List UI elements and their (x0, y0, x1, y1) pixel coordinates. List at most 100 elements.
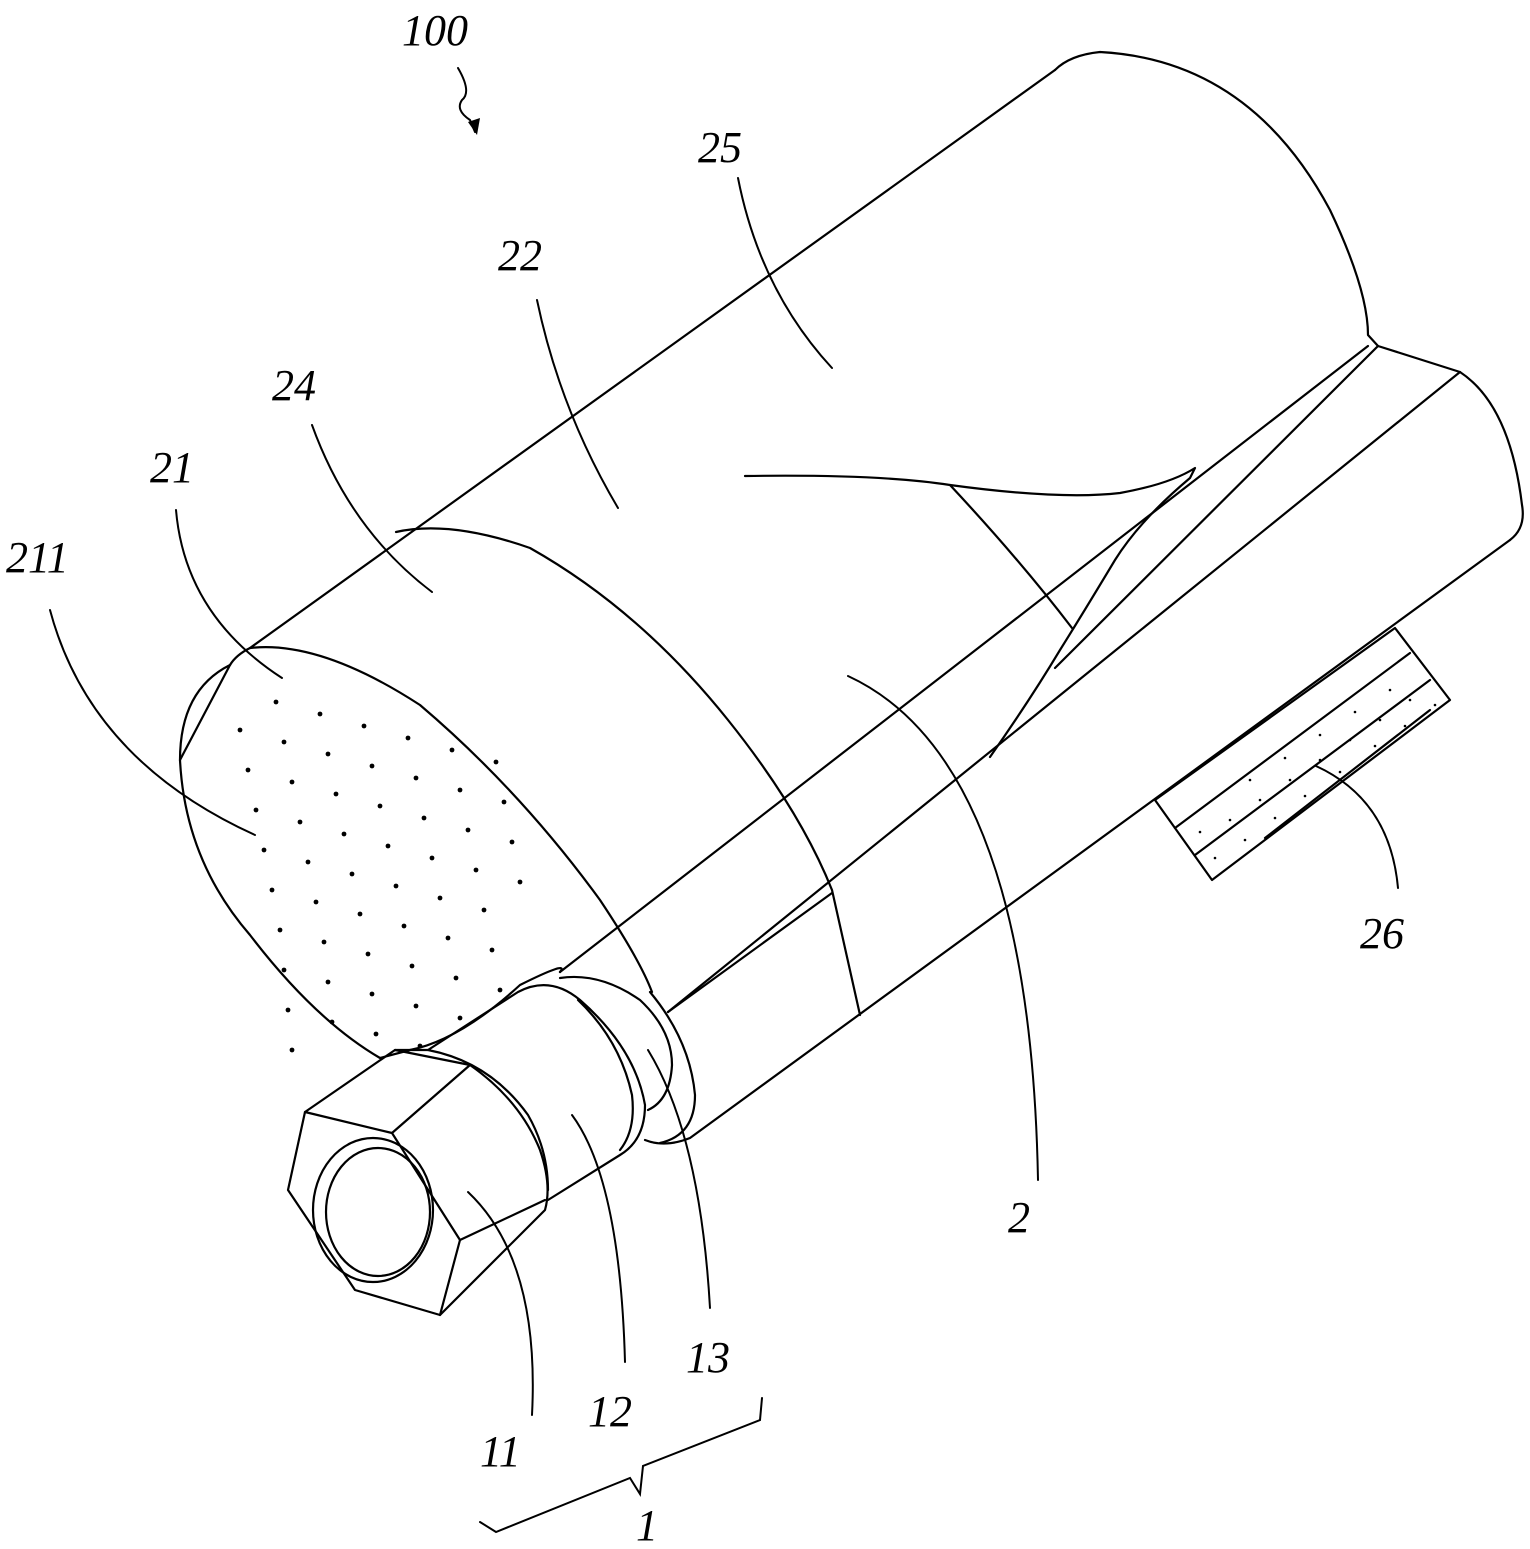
perforation-hole (457, 787, 463, 793)
bracket-stipple (1198, 830, 1202, 834)
hex-nut-face-edge (303, 1110, 462, 1317)
hex-nut-outline (286, 1048, 549, 1317)
perforation-holes (237, 699, 523, 1053)
perforation-hole (269, 887, 275, 893)
label-26: 26 (1360, 909, 1404, 958)
perforation-hole (497, 987, 503, 993)
bracket-stipple (1408, 698, 1412, 702)
perforation-hole (273, 699, 279, 705)
bracket-stipple (1288, 778, 1292, 782)
bracket-stipple (1258, 798, 1262, 802)
perforation-hole (349, 871, 355, 877)
label-24: 24 (272, 361, 316, 410)
leader-11 (467, 1191, 534, 1416)
perforation-hole (509, 839, 515, 845)
leader-22 (536, 299, 619, 509)
leader-26 (1315, 765, 1399, 889)
bracket-stipple (1373, 744, 1377, 748)
bracket-stipple (1388, 688, 1392, 692)
hex-nut-top-edge (390, 1063, 472, 1135)
perforation-hole (421, 815, 427, 821)
perforation-hole (329, 1019, 335, 1025)
perforation-hole (333, 791, 339, 797)
connector-assembly (286, 975, 697, 1317)
label-1: 1 (636, 1501, 658, 1549)
perforation-hole (297, 819, 303, 825)
label-11: 11 (480, 1427, 521, 1476)
perforation-hole (501, 799, 507, 805)
gasket-outline (558, 975, 674, 1112)
perforation-hole (289, 1047, 295, 1053)
bracket-stipple (1318, 733, 1322, 737)
bracket-stipple (1378, 718, 1382, 722)
group-bracket-1 (479, 1397, 763, 1534)
bracket-stipple (1228, 818, 1232, 822)
perforation-hole (357, 911, 363, 917)
hex-nut-side-edge (458, 1198, 547, 1242)
perforation-hole (445, 935, 451, 941)
perforation-hole (401, 923, 407, 929)
label-25: 25 (698, 123, 742, 172)
bracket-stipple (1403, 724, 1407, 728)
bracket-plate (1153, 626, 1452, 882)
bracket-stipple (1353, 710, 1357, 714)
perforation-hole (377, 803, 383, 809)
bracket-stipple (1433, 703, 1437, 707)
perforation-hole (285, 1007, 291, 1013)
perforation-hole (449, 747, 455, 753)
perforation-hole (409, 963, 415, 969)
perforation-hole (385, 843, 391, 849)
perforation-hole (365, 951, 371, 957)
end-face-outline (178, 663, 563, 1060)
leader-25 (737, 177, 833, 369)
band-edge (394, 527, 862, 1017)
gasket-rim (648, 990, 697, 1145)
bracket-stipple (1338, 770, 1342, 774)
perforation-hole (517, 879, 523, 885)
bracket-stipple (1283, 756, 1287, 760)
band-inner (666, 891, 834, 1014)
bracket-stipple (1243, 838, 1247, 842)
perforation-hole (305, 859, 311, 865)
label-21: 21 (150, 443, 194, 492)
perforation-hole (237, 727, 243, 733)
leader-2 (847, 675, 1039, 1181)
perforation-hole (429, 855, 435, 861)
leader-21 (175, 509, 283, 679)
perforation-hole (413, 1003, 419, 1009)
label-211: 211 (6, 533, 69, 582)
label-13: 13 (686, 1333, 730, 1382)
bracket-stipple (1213, 856, 1217, 860)
perforation-hole (417, 1043, 423, 1049)
leader-211 (49, 609, 256, 836)
hex-nut-chamfer (393, 1048, 550, 1192)
bracket-stipple (1273, 816, 1277, 820)
perforation-hole (405, 735, 411, 741)
bracket-stipple (1318, 758, 1322, 762)
leader-13 (647, 1049, 711, 1309)
bracket-stipple (1303, 794, 1307, 798)
perforation-hole (277, 927, 283, 933)
perforation-hole (453, 975, 459, 981)
perforation-hole (313, 899, 319, 905)
seam-branch (948, 483, 1074, 630)
perforation-hole (261, 847, 267, 853)
perforation-hole (437, 895, 443, 901)
collar-edge (576, 998, 634, 1152)
leader-100 (457, 67, 476, 133)
end-face-rim (248, 646, 654, 994)
seam-curve (743, 466, 1197, 759)
label-2: 2 (1008, 1193, 1030, 1242)
label-100: 100 (402, 6, 468, 55)
perforation-hole (413, 775, 419, 781)
perforation-hole (373, 1031, 379, 1037)
perforation-hole (325, 751, 331, 757)
bracket-stipple (1348, 738, 1352, 742)
perforation-hole (369, 991, 375, 997)
leader-24 (311, 424, 433, 593)
perforation-hole (289, 779, 295, 785)
perforation-hole (361, 723, 367, 729)
perforation-hole (341, 831, 347, 837)
